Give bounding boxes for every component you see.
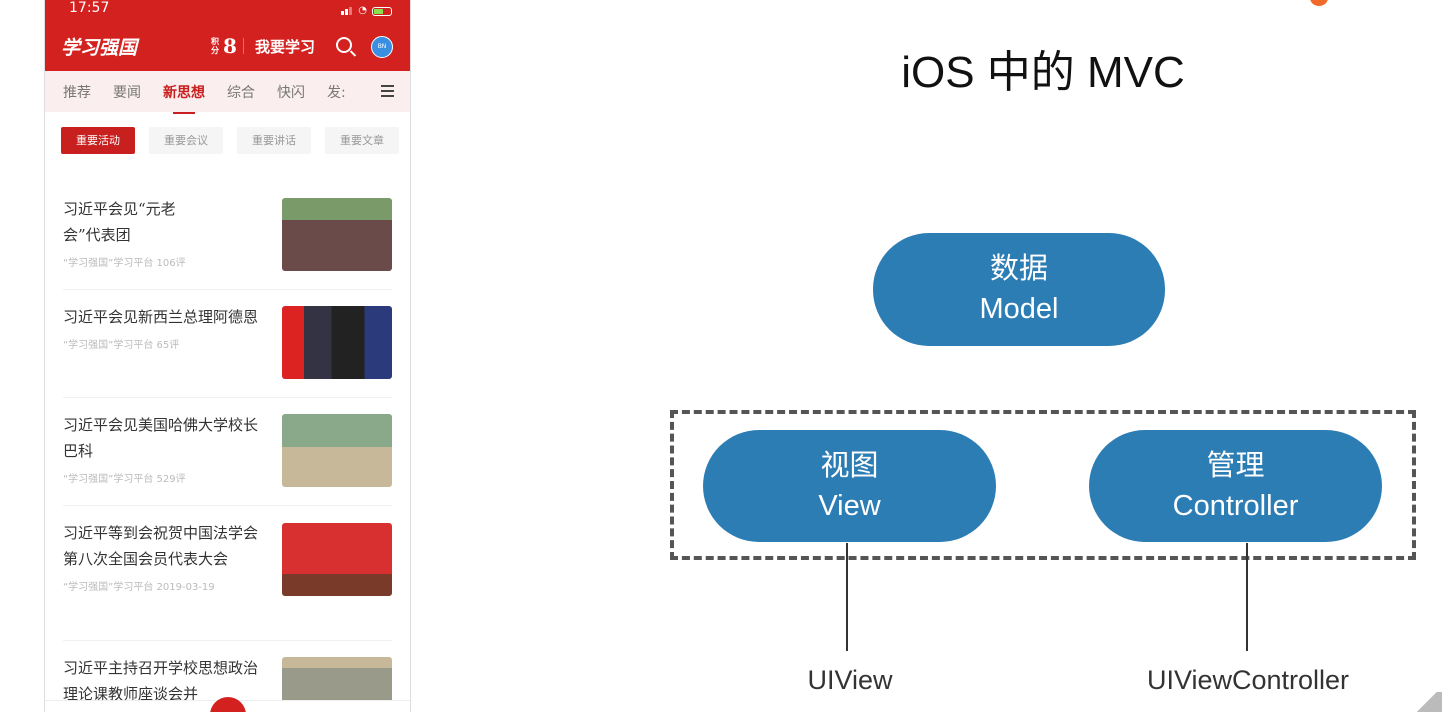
- menu-icon[interactable]: [381, 85, 394, 100]
- model-cn: 数据: [989, 253, 1048, 285]
- article-title: 习近平主持召开学校思想政治理论课教师座谈会并: [63, 659, 259, 703]
- view-cn: 视图: [820, 450, 879, 482]
- app-logo: 学习强国: [61, 37, 138, 59]
- tab-recommend[interactable]: 推荐: [63, 84, 91, 101]
- chip-articles[interactable]: 重要文章: [325, 127, 399, 154]
- tab-more[interactable]: 发:: [327, 84, 346, 101]
- article-title: 习近平等到会祝贺中国法学会第八次全国会员代表大会: [63, 524, 259, 568]
- sub-filter-chips: 重要活动 重要会议 重要讲话 重要文章: [45, 112, 410, 182]
- score-value: 8: [223, 34, 237, 58]
- status-bar: 17:57 ◔: [45, 0, 410, 20]
- wifi-icon: ◔: [358, 5, 367, 16]
- article-title: 习近平会见美国哈佛大学校长巴科: [63, 416, 259, 460]
- chip-activities[interactable]: 重要活动: [61, 127, 135, 154]
- article-meta: “学习强国”学习平台 65评: [63, 340, 180, 351]
- article-item[interactable]: 习近平会见美国哈佛大学校长巴科 “学习强国”学习平台 529评: [63, 398, 392, 506]
- tab-general[interactable]: 综合: [227, 84, 255, 101]
- chip-speeches[interactable]: 重要讲话: [237, 127, 311, 154]
- article-thumbnail: [282, 414, 392, 487]
- battery-icon: [372, 6, 392, 16]
- channel-tabs: 推荐 要闻 新思想 综合 快闪 发:: [45, 71, 410, 114]
- article-meta: “学习强国”学习平台 529评: [63, 474, 186, 485]
- article-item[interactable]: 习近平会见“元老会”代表团 “学习强国”学习平台 106评: [63, 182, 392, 290]
- signal-icon: [341, 3, 353, 19]
- article-title: 习近平会见新西兰总理阿德恩: [63, 308, 259, 326]
- tab-flash[interactable]: 快闪: [277, 84, 305, 101]
- controller-en: Controller: [1172, 490, 1299, 522]
- page-corner: [1412, 692, 1442, 712]
- recording-indicator: [1310, 0, 1328, 6]
- view-box: 视图 View: [703, 430, 996, 542]
- study-center-button[interactable]: [210, 697, 246, 712]
- divider: [243, 38, 244, 54]
- bottom-tab-bar: [45, 697, 410, 712]
- view-controller-group: [670, 410, 1416, 560]
- article-thumbnail: [282, 306, 392, 379]
- view-en: View: [818, 490, 881, 522]
- article-item[interactable]: 习近平会见新西兰总理阿德恩 “学习强国”学习平台 65评: [63, 290, 392, 398]
- tab-news[interactable]: 要闻: [113, 84, 141, 101]
- status-time: 17:57: [69, 0, 110, 16]
- search-icon[interactable]: [336, 37, 352, 53]
- score-label: 积分: [211, 36, 219, 55]
- article-title: 习近平会见“元老会”代表团: [63, 200, 176, 244]
- tab-new-thought[interactable]: 新思想: [163, 82, 205, 114]
- study-button[interactable]: 我要学习: [255, 38, 316, 56]
- view-connector: [846, 543, 848, 651]
- article-thumbnail: [282, 523, 392, 596]
- article-thumbnail: [282, 198, 392, 271]
- status-icons: ◔: [341, 3, 392, 19]
- model-box: 数据 Model: [873, 233, 1165, 346]
- article-meta: “学习强国”学习平台 2019-03-19: [63, 582, 215, 593]
- uiviewcontroller-label: UIViewController: [1146, 665, 1350, 695]
- article-meta: “学习强国”学习平台 106评: [63, 258, 186, 269]
- controller-connector: [1246, 543, 1248, 651]
- controller-box: 管理 Controller: [1089, 430, 1382, 542]
- uiview-label: UIView: [807, 665, 893, 695]
- controller-cn: 管理: [1206, 450, 1265, 482]
- article-item[interactable]: 习近平等到会祝贺中国法学会第八次全国会员代表大会 “学习强国”学习平台 2019…: [63, 506, 392, 641]
- avatar[interactable]: BN: [371, 36, 393, 58]
- model-en: Model: [979, 293, 1059, 325]
- slide-title: iOS 中的 MVC: [901, 48, 1185, 97]
- chip-meetings[interactable]: 重要会议: [149, 127, 223, 154]
